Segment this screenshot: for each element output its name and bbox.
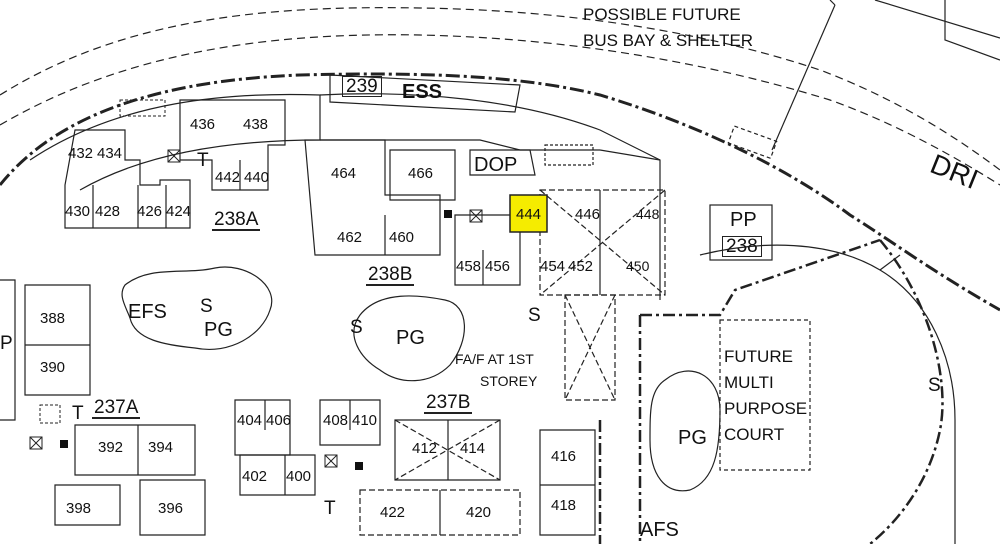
boundary-dashed-line (0, 7, 1000, 171)
unit-label: 400 (286, 468, 312, 485)
bus-bay-annotation: POSSIBLE FUTURE (583, 5, 741, 24)
ess-building (329, 74, 521, 113)
shelter-label: S (350, 317, 363, 338)
toilet-label: T (72, 403, 84, 424)
playground-area (649, 370, 721, 492)
block-label-dop: DOP (474, 154, 518, 176)
dop-structure (469, 149, 536, 176)
unit-label: 392 (98, 439, 124, 456)
block-label-238a: 238A (212, 209, 261, 231)
unit-label: 420 (466, 504, 492, 521)
pp-238-box (709, 204, 773, 261)
afs-label: AFS (640, 519, 679, 541)
playground-area (353, 295, 465, 382)
site-boundary (640, 238, 881, 317)
unit-label: 430 (65, 203, 91, 220)
unit-444-label: 444 (516, 206, 542, 223)
unit-label: 402 (242, 468, 268, 485)
unit-label: 418 (551, 497, 577, 514)
shelter-label: S (928, 375, 941, 396)
shelter-label: S (200, 296, 213, 317)
unit-label: 462 (337, 229, 363, 246)
unit-label: 426 (137, 203, 163, 220)
unit-label: 458 (456, 258, 482, 275)
unit-label: 456 (485, 258, 511, 275)
unit-label: 448 (636, 206, 660, 222)
unit-label: 436 (190, 116, 216, 133)
unit-label: 454 (540, 258, 566, 275)
block-237a-outline (74, 424, 196, 476)
future-court-outline (719, 319, 811, 471)
playground-label: PG (204, 319, 233, 341)
future-court-label: COURT (724, 425, 785, 444)
parking-label: P (0, 333, 13, 354)
future-court-label: MULTI (724, 373, 774, 392)
unit-label: 452 (568, 258, 594, 275)
future-court-label: FUTURE (724, 347, 793, 366)
unit-label: 398 (66, 500, 92, 517)
block-label-239: 239 (342, 76, 382, 97)
unit-label: 466 (408, 165, 434, 182)
block-238b-outline (304, 139, 441, 256)
future-court-label: PURPOSE (724, 399, 808, 418)
unit-label: 390 (40, 359, 66, 376)
unit-label: 434 (97, 145, 123, 162)
fa-f-annotation: STOREY (480, 373, 538, 389)
unit-label: 432 (68, 145, 94, 162)
unit-label: 388 (40, 310, 66, 327)
block-label-238b: 238B (366, 264, 415, 286)
unit-label: 406 (266, 412, 292, 429)
shelter-label: S (528, 305, 541, 326)
unit-label: 440 (244, 169, 270, 186)
unit-444-highlight (509, 194, 548, 233)
site-boundary (0, 72, 1000, 312)
unit-label: 412 (412, 440, 438, 457)
playground-area (121, 266, 273, 350)
block-label-238: 238 (722, 236, 762, 257)
bus-bay-annotation: BUS BAY & SHELTER (583, 31, 754, 50)
unit-label: 422 (380, 504, 406, 521)
unit-label: 404 (237, 412, 263, 429)
driveway-line (29, 93, 321, 191)
pointer-arrow (771, 4, 836, 151)
block-238a-outline (64, 129, 191, 229)
unit-label: 450 (626, 258, 650, 274)
playground-label: PG (678, 427, 707, 449)
block-label-ess: ESS (402, 81, 443, 103)
boundary-dashed-line (0, 34, 1000, 186)
unit-label: 438 (243, 116, 269, 133)
efs-label: EFS (128, 301, 167, 323)
toilet-label: T (197, 150, 209, 171)
playground-label: PG (396, 327, 425, 349)
unit-label: 414 (460, 440, 486, 457)
unit-label: 424 (166, 203, 192, 220)
unit-label: 410 (352, 412, 378, 429)
block-388-outline (24, 284, 91, 396)
unit-label: 416 (551, 448, 577, 465)
block-label-237b: 237B (424, 392, 473, 414)
unit-label: 408 (323, 412, 349, 429)
unit-label: 396 (158, 500, 184, 517)
block-label-237a: 237A (92, 397, 141, 419)
unit-label: 394 (148, 439, 174, 456)
block-label-pp: PP (730, 209, 757, 231)
unit-label: 460 (389, 229, 415, 246)
unit-label: 464 (331, 165, 357, 182)
road-edge-line (944, 0, 1000, 61)
unit-label: 428 (95, 203, 121, 220)
fa-f-annotation: FA/F AT 1ST (455, 351, 534, 367)
unit-label: 446 (575, 206, 601, 223)
unit-label: 442 (215, 169, 241, 186)
toilet-label: T (324, 498, 336, 519)
